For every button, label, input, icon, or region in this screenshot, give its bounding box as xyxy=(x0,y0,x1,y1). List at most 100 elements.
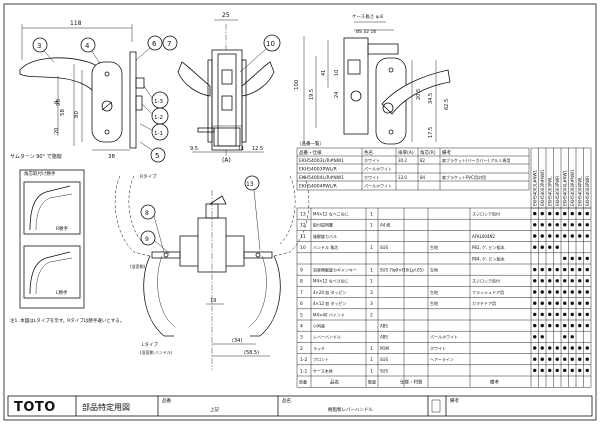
part-spec: ABS xyxy=(380,324,388,329)
sheet-border xyxy=(3,3,597,421)
applicability-dot xyxy=(585,267,589,272)
part-remarks: スジロック処付 xyxy=(472,278,500,284)
applicability-dot xyxy=(585,346,589,350)
applicability-dot xyxy=(555,312,559,317)
product-table-cell: EKH54003PWL/R xyxy=(299,167,337,173)
model-header: EKH54003R#NW1 xyxy=(540,169,545,206)
applicability-dot xyxy=(578,323,582,328)
handle-direction-box: 角芯取付け勝手 R勝手 L勝手 xyxy=(19,169,85,309)
dim-11: 11 xyxy=(238,146,244,152)
applicability-dot xyxy=(540,335,544,339)
applicability-dot xyxy=(563,323,567,328)
part-qty: 1 xyxy=(370,357,373,363)
callout-10: 10 xyxy=(239,34,281,73)
applicability-dot xyxy=(555,234,559,238)
part-name: 4×20 皿 タッピン xyxy=(313,289,347,295)
applicability-dot xyxy=(548,290,552,294)
applicability-dot xyxy=(533,290,537,294)
part-name: M4×40 バインド xyxy=(313,312,345,317)
applicability-dot xyxy=(533,223,537,227)
applicability-dot xyxy=(578,223,582,227)
applicability-dot xyxy=(578,368,582,373)
part-qty: 1 xyxy=(370,223,373,229)
applicability-dot xyxy=(570,346,574,350)
dim-80: 80 xyxy=(74,111,80,118)
applicability-dot xyxy=(585,211,589,216)
applicability-dot xyxy=(563,279,567,283)
dim-9-5: 9.5 xyxy=(190,146,198,152)
applicability-dot xyxy=(578,357,582,361)
applicability-dot xyxy=(548,368,552,373)
bath-side-label: (浴室側) xyxy=(130,263,146,269)
model-header: EKH54004L#NW1 xyxy=(563,170,568,206)
applicability-dot xyxy=(578,290,582,294)
product-table-header: 備考 xyxy=(442,149,451,156)
part-number: 7 xyxy=(300,290,303,296)
model-header: EKH54004PWR xyxy=(585,176,590,206)
applicability-dot xyxy=(585,323,589,328)
part-number: 4 xyxy=(300,324,303,330)
applicability-dot xyxy=(533,335,537,339)
parts-dots xyxy=(533,211,589,373)
part-remarks: カマチドア用 xyxy=(472,301,496,306)
product-table-cell: パールホワイト xyxy=(364,184,392,189)
l-hand-label: L勝手 xyxy=(56,289,68,296)
dim-19-5: 19.5 xyxy=(309,89,315,100)
dim-118: 118 xyxy=(70,20,82,27)
applicability-dot xyxy=(540,234,544,238)
part-name: ラッチ xyxy=(313,345,325,351)
applicability-dot xyxy=(533,234,537,238)
part-name: 小判座 xyxy=(313,323,325,329)
applicability-dot xyxy=(570,279,574,283)
applicability-dot xyxy=(548,357,552,361)
applicability-dot xyxy=(548,346,552,350)
dim-98: 98 xyxy=(56,99,62,106)
applicability-dot xyxy=(533,346,537,350)
part-spec: SUS xyxy=(380,368,388,373)
applicability-dot xyxy=(570,301,574,305)
applicability-dot xyxy=(533,368,537,373)
r-type-label: Rタイプ xyxy=(140,173,157,180)
applicability-dot xyxy=(533,279,537,283)
parts-footer-remarks: 備考 xyxy=(490,379,499,386)
part-number: 1-1 xyxy=(300,368,307,374)
dim-12-5: 12.5 xyxy=(252,146,263,152)
applicability-dot xyxy=(540,346,544,350)
part-color: 生地 xyxy=(430,244,438,250)
dim-41: 41 xyxy=(321,70,327,76)
applicability-dot xyxy=(570,335,574,339)
applicability-dot xyxy=(563,256,567,261)
dim-34: (34) xyxy=(232,338,242,344)
applicability-dot xyxy=(548,267,552,272)
callout-1-1: 1-1 xyxy=(139,123,169,141)
side-view: ケース長さ φ.8 BS 32 16 100 19.5 41 10 24 20.… xyxy=(294,13,451,145)
part-color: 生地 xyxy=(430,300,438,306)
applicability-dot xyxy=(570,223,574,227)
applicability-dot xyxy=(585,357,589,361)
applicability-dot xyxy=(540,301,544,305)
dim-9: 9 xyxy=(54,101,60,104)
product-table-cell: 30.2 xyxy=(398,158,407,163)
applicability-dot xyxy=(570,267,574,272)
svg-text:1-2: 1-2 xyxy=(154,115,163,121)
product-table-cell: パールホワイト xyxy=(364,167,392,172)
applicability-dot xyxy=(533,323,537,328)
part-name: ケース本体 xyxy=(313,367,333,373)
part-name: 浴室側解錠カギャンキー xyxy=(313,267,357,273)
sheet-title: 部品特定用図 xyxy=(82,402,130,412)
applicability-dot xyxy=(570,368,574,373)
part-remarks: P84, ゲ, ビン組本 xyxy=(472,255,505,261)
applicability-dot xyxy=(585,312,589,317)
applicability-dot xyxy=(563,211,567,216)
callout-6: 6 xyxy=(135,35,163,61)
dim-20: 20 xyxy=(54,128,60,134)
part-qty: 1 xyxy=(370,279,373,285)
product-table-cell: EKH54004PWL/R xyxy=(299,184,337,190)
product-table: 〈品番一覧〉 品番・仕様色名扉厚(A)角芯(R)備考EKH54003L/R#NW… xyxy=(296,140,530,191)
applicability-dot xyxy=(533,357,537,361)
dim-34-5: 34.5 xyxy=(428,93,434,104)
applicability-dot xyxy=(585,256,589,261)
applicability-dot xyxy=(540,211,544,216)
